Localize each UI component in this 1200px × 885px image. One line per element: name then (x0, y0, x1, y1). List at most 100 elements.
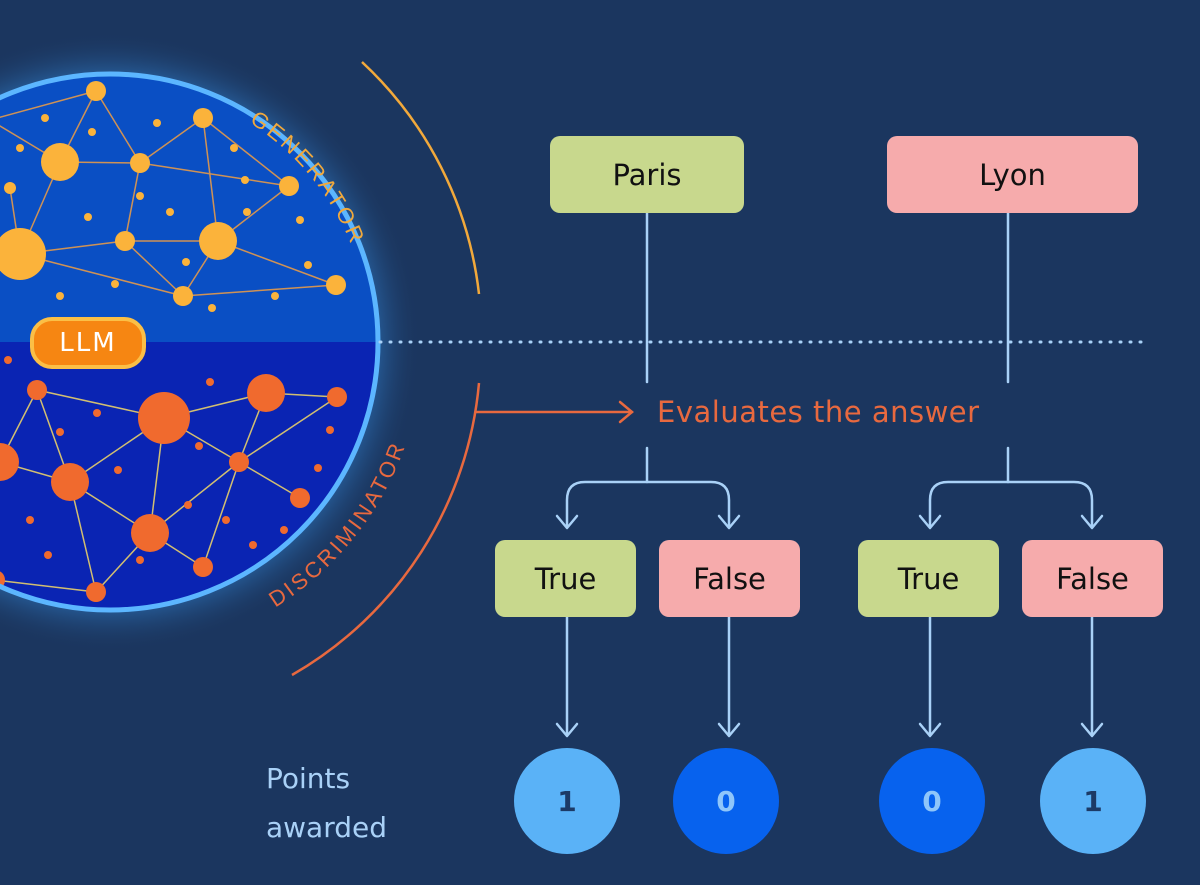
arrow-head (717, 722, 741, 738)
network-node (280, 526, 288, 534)
verdict-label: False (693, 561, 766, 596)
network-node (173, 286, 193, 306)
network-node (41, 143, 79, 181)
network-node (247, 374, 285, 412)
points-value: 0 (716, 784, 736, 818)
network-node (111, 280, 119, 288)
connector-branch (565, 480, 731, 529)
points-label-line2: awarded (266, 811, 388, 844)
network-node (0, 228, 46, 280)
points-value: 1 (1083, 784, 1103, 818)
arrow-head (1080, 722, 1104, 738)
generator-arc (361, 61, 481, 295)
network-node (115, 231, 135, 251)
network-edge (124, 162, 141, 242)
network-node (136, 192, 144, 200)
network-node (243, 208, 251, 216)
network-node (193, 557, 213, 577)
network-node (208, 304, 216, 312)
evaluates-answer-label: Evaluates the answer (657, 395, 980, 429)
generator-network-nodes (0, 81, 346, 312)
network-node (199, 222, 237, 260)
points-circle-paris-true: 1 (514, 748, 620, 854)
network-node (136, 556, 144, 564)
arrow-head (717, 514, 741, 530)
answer-label: Lyon (979, 157, 1046, 192)
llm-sphere (0, 32, 420, 652)
network-node (44, 551, 52, 559)
verdict-box-paris-false: False (659, 540, 800, 617)
discriminator-network-nodes (0, 356, 347, 602)
answer-label: Paris (612, 157, 682, 192)
verdict-label: True (534, 561, 597, 596)
connector-lines (555, 211, 1104, 738)
points-circle-paris-false: 0 (673, 748, 779, 854)
network-edge (19, 253, 184, 297)
network-node (131, 514, 169, 552)
llm-label: LLM (59, 328, 117, 358)
network-edge (202, 117, 219, 242)
network-node (249, 541, 257, 549)
network-edge (202, 461, 240, 568)
network-node (326, 275, 346, 295)
network-node (138, 392, 190, 444)
verdict-label: False (1056, 561, 1129, 596)
network-node (0, 443, 19, 481)
points-value: 0 (922, 784, 942, 818)
sphere-rim (0, 71, 381, 613)
network-edge (0, 90, 97, 121)
network-node (51, 463, 89, 501)
network-edge (124, 240, 184, 297)
network-edge (238, 461, 301, 499)
points-awarded-label: Points awarded (266, 754, 387, 852)
arrow-head (1080, 514, 1104, 530)
network-node (230, 144, 238, 152)
network-node (56, 292, 64, 300)
network-edge (182, 284, 337, 297)
network-node (56, 428, 64, 436)
network-node (193, 108, 213, 128)
network-node (93, 409, 101, 417)
network-node (206, 378, 214, 386)
llm-badge: LLM (30, 317, 146, 369)
network-edge (217, 240, 337, 286)
verdict-box-lyon-false: False (1022, 540, 1163, 617)
network-node (153, 119, 161, 127)
network-node (326, 426, 334, 434)
network-edge (139, 162, 290, 187)
network-node (86, 582, 106, 602)
network-node (279, 176, 299, 196)
network-node (304, 261, 312, 269)
network-node (222, 516, 230, 524)
network-node (88, 128, 96, 136)
points-circle-lyon-true: 0 (879, 748, 985, 854)
network-edge (0, 579, 97, 593)
network-node (4, 182, 16, 194)
network-node (4, 356, 12, 364)
points-value: 1 (557, 784, 577, 818)
arrow-to-evaluation (474, 400, 634, 424)
network-node (166, 208, 174, 216)
discriminator-arc (291, 382, 481, 677)
arrow-head (918, 722, 942, 738)
arrow-head (555, 722, 579, 738)
network-node (16, 144, 24, 152)
network-node (41, 114, 49, 122)
network-node (229, 452, 249, 472)
network-node (184, 501, 192, 509)
network-node (27, 380, 47, 400)
network-node (290, 488, 310, 508)
network-node (241, 176, 249, 184)
verdict-box-lyon-true: True (858, 540, 999, 617)
answer-box-lyon: Lyon (887, 136, 1138, 213)
verdict-label: True (897, 561, 960, 596)
connector-branch (928, 480, 1094, 529)
network-node (114, 466, 122, 474)
answer-box-paris: Paris (550, 136, 744, 213)
network-node (296, 216, 304, 224)
network-node (271, 292, 279, 300)
network-edge (238, 396, 338, 463)
network-edge (139, 117, 204, 164)
